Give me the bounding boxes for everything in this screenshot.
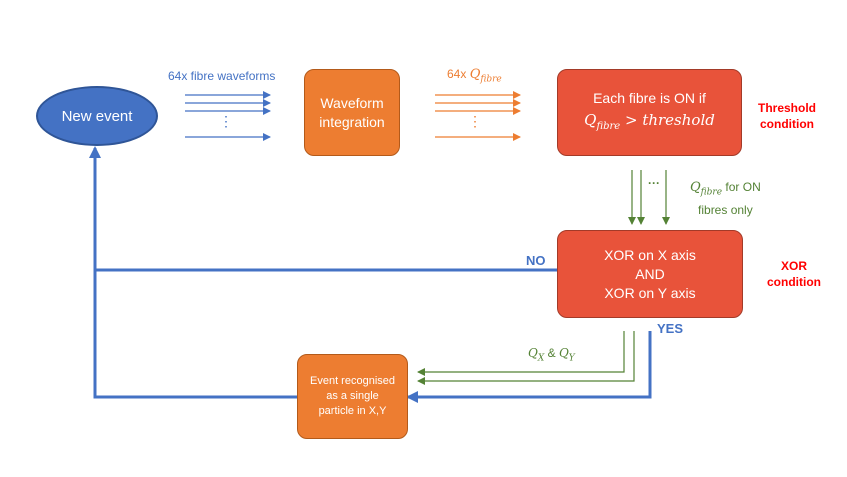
integration-line-2: integration bbox=[319, 113, 385, 130]
qfibre-arrows bbox=[435, 91, 521, 141]
event-recognised-node: Event recognised as a single particle in… bbox=[297, 354, 408, 439]
qx-qy-label: QX & QY bbox=[528, 346, 575, 364]
fibre-on-line-2: Qfibre > threshold bbox=[584, 111, 715, 132]
qfibre-label: 64x Qfibre bbox=[447, 67, 502, 85]
orange-dots: ⋮ bbox=[468, 113, 482, 129]
recognised-line-1: Event recognised bbox=[310, 375, 395, 387]
xor-node: XOR on X axis AND XOR on Y axis bbox=[557, 230, 743, 318]
xor-line-3: XOR on Y axis bbox=[604, 284, 696, 301]
fibre-on-node: Each fibre is ON if Qfibre > threshold bbox=[557, 69, 742, 156]
xor-line-2: AND bbox=[635, 265, 665, 282]
no-label: NO bbox=[526, 253, 546, 268]
yes-path bbox=[93, 270, 652, 403]
yes-label: YES bbox=[657, 321, 684, 336]
integration-line-1: Waveform bbox=[320, 94, 384, 111]
recognised-line-3: particle in X,Y bbox=[318, 405, 387, 417]
waveforms-label: 64x fibre waveforms bbox=[168, 69, 276, 83]
new-event-label: New event bbox=[61, 107, 133, 125]
waveform-arrows bbox=[185, 91, 271, 141]
xor-condition-label: XOR condition bbox=[767, 259, 821, 289]
blue-dots: ⋮ bbox=[219, 113, 233, 129]
green-dots: ··· bbox=[648, 176, 660, 190]
no-loop bbox=[89, 146, 557, 272]
qxqy-arrows bbox=[417, 331, 635, 385]
recognised-line-2: as a single bbox=[326, 390, 379, 402]
new-event-node: New event bbox=[36, 86, 158, 146]
on-fibre-arrows bbox=[628, 170, 670, 225]
fibre-on-line-1: Each fibre is ON if bbox=[593, 90, 706, 106]
xor-line-1: XOR on X axis bbox=[604, 246, 696, 263]
threshold-condition-label: Threshold condition bbox=[758, 101, 817, 131]
waveform-integration-node: Waveform integration bbox=[304, 69, 400, 156]
on-fibres-label: Qfibre for ON fibres only bbox=[690, 180, 761, 218]
